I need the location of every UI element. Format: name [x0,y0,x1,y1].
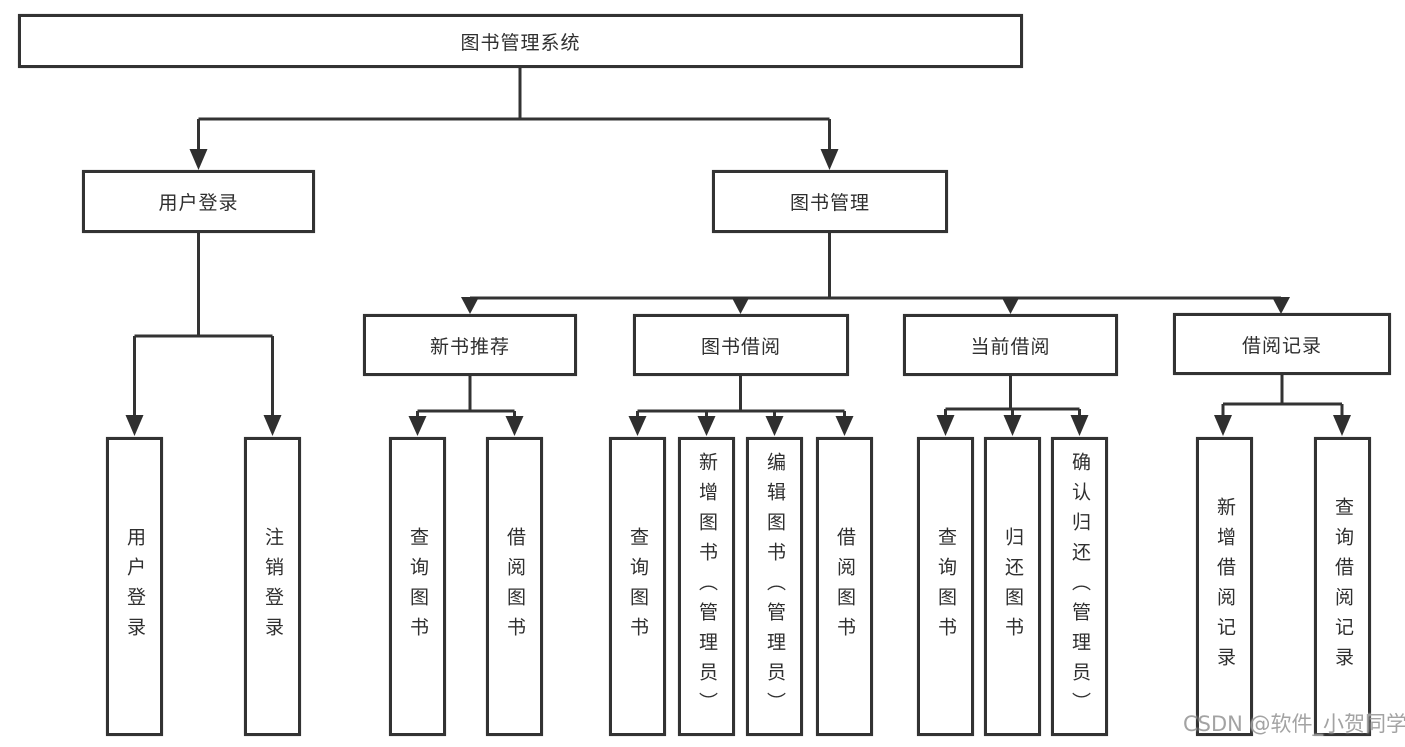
arrowheads-new-book [408,416,524,436]
connector-current-borrow-to-leaves [944,376,1081,419]
leaf-add-borrow-record: 新增借阅记录 [1196,437,1253,736]
leaf-label: 确认归还（管理员） [1069,451,1091,722]
node-label: 图书管理系统 [460,31,581,54]
leaf-label: 查询图书 [935,526,957,647]
leaf-return-books: 归还图书 [984,437,1041,736]
arrowheads-level3 [461,297,1290,314]
leaf-label: 注销登录 [262,526,284,647]
leaf-edit-books-admin: 编辑图书（管理员） [746,437,803,736]
arrowheads-book-borrow [628,416,854,436]
leaf-label: 用户登录 [124,526,146,647]
leaf-label: 查询图书 [627,526,649,647]
connector-borrow-records-to-leaves [1221,375,1344,419]
node-book-management: 图书管理 [712,170,948,233]
node-label: 图书借阅 [700,335,781,358]
arrowheads-borrow-records [1214,415,1351,436]
leaf-label: 查询借阅记录 [1332,496,1354,677]
node-label: 新书推荐 [429,335,510,358]
node-library-management-system: 图书管理系统 [18,14,1023,68]
arrowheads-current-borrow [936,415,1089,436]
leaf-label: 新增借阅记录 [1214,496,1236,677]
connector-user-login-to-leaves [133,233,274,419]
csdn-watermark: CSDN @软件_小贺同学 [1183,712,1405,736]
leaf-query-borrow-record: 查询借阅记录 [1314,437,1371,736]
leaf-borrow-books: 借阅图书 [816,437,873,736]
connector-root-to-level2 [197,68,831,153]
leaf-borrow-books-recommend: 借阅图书 [486,437,543,736]
node-book-borrowing: 图书借阅 [633,314,849,376]
leaf-logout: 注销登录 [244,437,301,736]
leaf-label: 归还图书 [1002,526,1024,647]
arrowheads-user-login [125,415,282,436]
leaf-label: 新增图书（管理员） [696,451,718,722]
leaf-query-books-current: 查询图书 [917,437,974,736]
leaf-query-books-borrow: 查询图书 [609,437,666,736]
connector-new-book-to-leaves [416,376,516,421]
node-user-login: 用户登录 [82,170,315,233]
leaf-label: 编辑图书（管理员） [764,451,786,722]
node-new-book-recommendation: 新书推荐 [363,314,577,376]
connector-book-management-to-level3 [468,233,1283,301]
arrowheads-level2 [189,149,839,170]
connector-book-borrow-to-leaves [636,376,846,421]
node-borrowing-records: 借阅记录 [1173,313,1391,375]
leaf-label: 借阅图书 [504,526,526,647]
leaf-user-login: 用户登录 [106,437,163,736]
node-label: 当前借阅 [970,335,1051,358]
leaf-add-books-admin: 新增图书（管理员） [678,437,735,736]
node-label: 借阅记录 [1241,334,1322,357]
leaf-label: 查询图书 [407,526,429,647]
leaf-confirm-return-admin: 确认归还（管理员） [1051,437,1108,736]
node-current-borrowing: 当前借阅 [903,314,1118,376]
node-label: 用户登录 [158,192,239,214]
leaf-query-books-recommend: 查询图书 [389,437,446,736]
leaf-label: 借阅图书 [834,526,856,647]
node-label: 图书管理 [789,192,870,214]
